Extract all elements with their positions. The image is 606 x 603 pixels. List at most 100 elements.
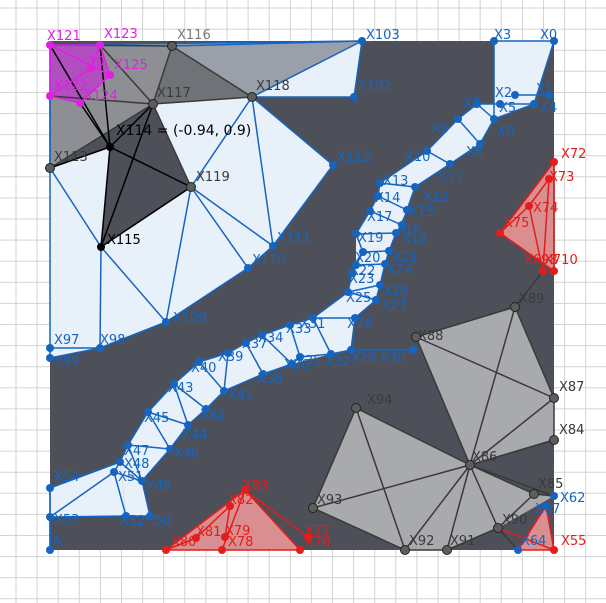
point-x84[interactable]	[549, 435, 559, 445]
point-x43[interactable]	[170, 380, 178, 388]
point-x33[interactable]	[286, 321, 294, 329]
point-x6[interactable]	[490, 115, 498, 123]
point-x62[interactable]	[550, 492, 558, 500]
point-x85[interactable]	[529, 489, 539, 499]
point-x10[interactable]	[423, 147, 431, 155]
point-x86[interactable]	[465, 460, 475, 470]
point-x8[interactable]	[476, 140, 484, 148]
point-x51[interactable]	[110, 468, 118, 476]
point-x24[interactable]	[381, 260, 389, 268]
point-x87[interactable]	[549, 393, 559, 403]
point-x22[interactable]	[352, 261, 360, 269]
point-x44[interactable]	[184, 421, 192, 429]
point-x46[interactable]	[166, 445, 174, 453]
point-x40[interactable]	[195, 358, 203, 366]
point-x78[interactable]	[218, 546, 226, 554]
point-x49[interactable]	[138, 477, 146, 485]
point-x27[interactable]	[372, 296, 380, 304]
point-x42[interactable]	[202, 405, 210, 413]
point-x28[interactable]	[351, 314, 359, 322]
point-x13[interactable]	[376, 179, 384, 187]
point-x124[interactable]	[76, 99, 84, 107]
point-x119[interactable]	[186, 182, 196, 192]
point-x75[interactable]	[496, 229, 504, 237]
point-x67[interactable]	[542, 502, 550, 510]
point-x92[interactable]	[400, 545, 410, 555]
point-x73[interactable]	[545, 175, 553, 183]
point-x103[interactable]	[358, 37, 366, 45]
point-x90[interactable]	[493, 523, 503, 533]
point-x11[interactable]	[446, 160, 454, 168]
point-x37[interactable]	[242, 339, 250, 347]
point-x111[interactable]	[269, 242, 277, 250]
point-x36[interactable]	[288, 360, 296, 368]
point-x23[interactable]	[348, 269, 356, 277]
point-x121[interactable]	[46, 41, 54, 49]
point-x112[interactable]	[329, 161, 337, 169]
point-x99[interactable]	[46, 354, 54, 362]
point-x123[interactable]	[96, 41, 104, 49]
point-x39[interactable]	[224, 349, 232, 357]
point-x12[interactable]	[411, 183, 419, 191]
point-x698[interactable]	[539, 267, 547, 275]
point-x116[interactable]	[167, 41, 177, 51]
point-x102[interactable]	[350, 93, 358, 101]
point-x110[interactable]	[244, 264, 252, 272]
point-x48[interactable]	[116, 458, 124, 466]
point-x122[interactable]	[46, 92, 54, 100]
point-x16[interactable]	[398, 221, 406, 229]
point-x50[interactable]	[146, 512, 154, 520]
point-x97[interactable]	[46, 344, 54, 352]
point-x19[interactable]	[352, 230, 360, 238]
point-x5[interactable]	[496, 100, 504, 108]
point-x125[interactable]	[106, 71, 114, 79]
point-x1[interactable]	[545, 91, 553, 99]
point-x20[interactable]	[359, 248, 367, 256]
point-x74[interactable]	[525, 202, 533, 210]
point-x30[interactable]	[409, 346, 417, 354]
point-x91[interactable]	[442, 545, 452, 555]
point-x79[interactable]	[221, 533, 229, 541]
point-x41[interactable]	[220, 387, 228, 395]
point-x53[interactable]	[46, 513, 54, 521]
point-x81[interactable]	[192, 534, 200, 542]
point-x115[interactable]	[97, 243, 105, 251]
point-x10b[interactable]	[87, 64, 95, 72]
point-x55[interactable]	[550, 546, 558, 554]
point-x82[interactable]	[226, 502, 234, 510]
point-x7[interactable]	[473, 100, 481, 108]
point-x31[interactable]	[309, 314, 317, 322]
point-x72[interactable]	[550, 158, 558, 166]
point-x32[interactable]	[327, 350, 335, 358]
point-x64[interactable]	[514, 546, 522, 554]
point-x54[interactable]	[46, 484, 54, 492]
point-x3[interactable]	[490, 37, 498, 45]
point-x29[interactable]	[347, 346, 355, 354]
point-x76[interactable]	[296, 546, 304, 554]
point-x4[interactable]	[530, 100, 538, 108]
point-a[interactable]	[46, 546, 54, 554]
point-x117[interactable]	[148, 99, 158, 109]
point-x0[interactable]	[550, 37, 558, 45]
point-x25[interactable]	[344, 288, 352, 296]
point-x93[interactable]	[308, 503, 318, 513]
point-x80[interactable]	[162, 546, 170, 554]
point-x52[interactable]	[122, 512, 130, 520]
point-x17[interactable]	[366, 207, 374, 215]
point-x83[interactable]	[241, 486, 249, 494]
point-x98[interactable]	[96, 344, 104, 352]
point-x88[interactable]	[411, 332, 421, 342]
point-x77[interactable]	[304, 533, 312, 541]
point-x45[interactable]	[144, 408, 152, 416]
point-x89[interactable]	[510, 302, 520, 312]
point-x94[interactable]	[351, 403, 361, 413]
point-x26[interactable]	[376, 281, 384, 289]
point-x109[interactable]	[162, 318, 170, 326]
point-x18[interactable]	[392, 229, 400, 237]
point-x47[interactable]	[124, 441, 132, 449]
point-x34[interactable]	[258, 331, 266, 339]
point-x35[interactable]	[296, 353, 304, 361]
point-x2[interactable]	[511, 91, 519, 99]
point-x15[interactable]	[403, 206, 411, 214]
point-x9[interactable]	[454, 115, 462, 123]
